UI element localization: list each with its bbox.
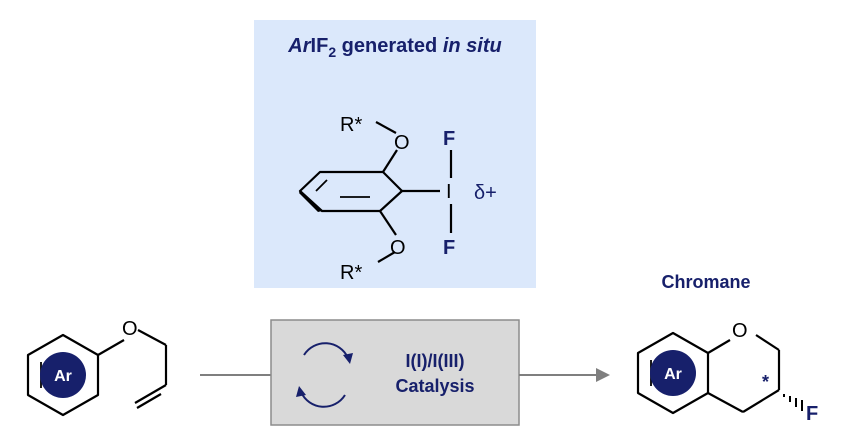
atom-r-bottom: R* (340, 262, 362, 284)
atom-o-top: O (394, 132, 410, 154)
reagent-title-insitu: in situ (443, 35, 502, 57)
product-atom-f: F (806, 403, 818, 425)
atom-o-bottom: O (390, 237, 406, 259)
reagent-title-subscript: 2 (328, 44, 336, 60)
substrate-ar-label: Ar (54, 368, 72, 385)
catalysis-box (270, 319, 520, 426)
reagent-title-if: IF (311, 35, 329, 57)
arif2-structure (298, 121, 453, 263)
atom-i: I (446, 181, 452, 203)
substrate-structure (26, 329, 168, 417)
reagent-title-ar: Ar (287, 35, 311, 57)
product-hashed-bond (783, 394, 803, 411)
product-ar-label: Ar (664, 366, 682, 383)
product-atom-o: O (732, 320, 748, 342)
catalysis-line2: Catalysis (395, 376, 474, 396)
atom-r-top: R* (340, 114, 362, 136)
atom-f-bottom: F (443, 237, 455, 259)
atom-f-top: F (443, 128, 455, 150)
catalysis-line1: I(I)/I(III) (406, 351, 465, 371)
substrate-atom-o: O (122, 318, 138, 340)
product-ar-circle (650, 350, 696, 396)
arif2-ring-wedge (299, 191, 322, 212)
catalytic-cycle-icon (296, 342, 353, 408)
reagent-title-middle: generated (336, 35, 443, 57)
reagent-title: ArIF2 generated in situ (287, 35, 501, 60)
product-structure (636, 331, 781, 415)
product-stereo-marker: * (762, 372, 769, 392)
reaction-arrowhead (596, 368, 610, 382)
product-title: Chromane (661, 272, 750, 292)
charge-label: δ+ (474, 182, 497, 204)
substrate-ar-circle (40, 352, 86, 398)
